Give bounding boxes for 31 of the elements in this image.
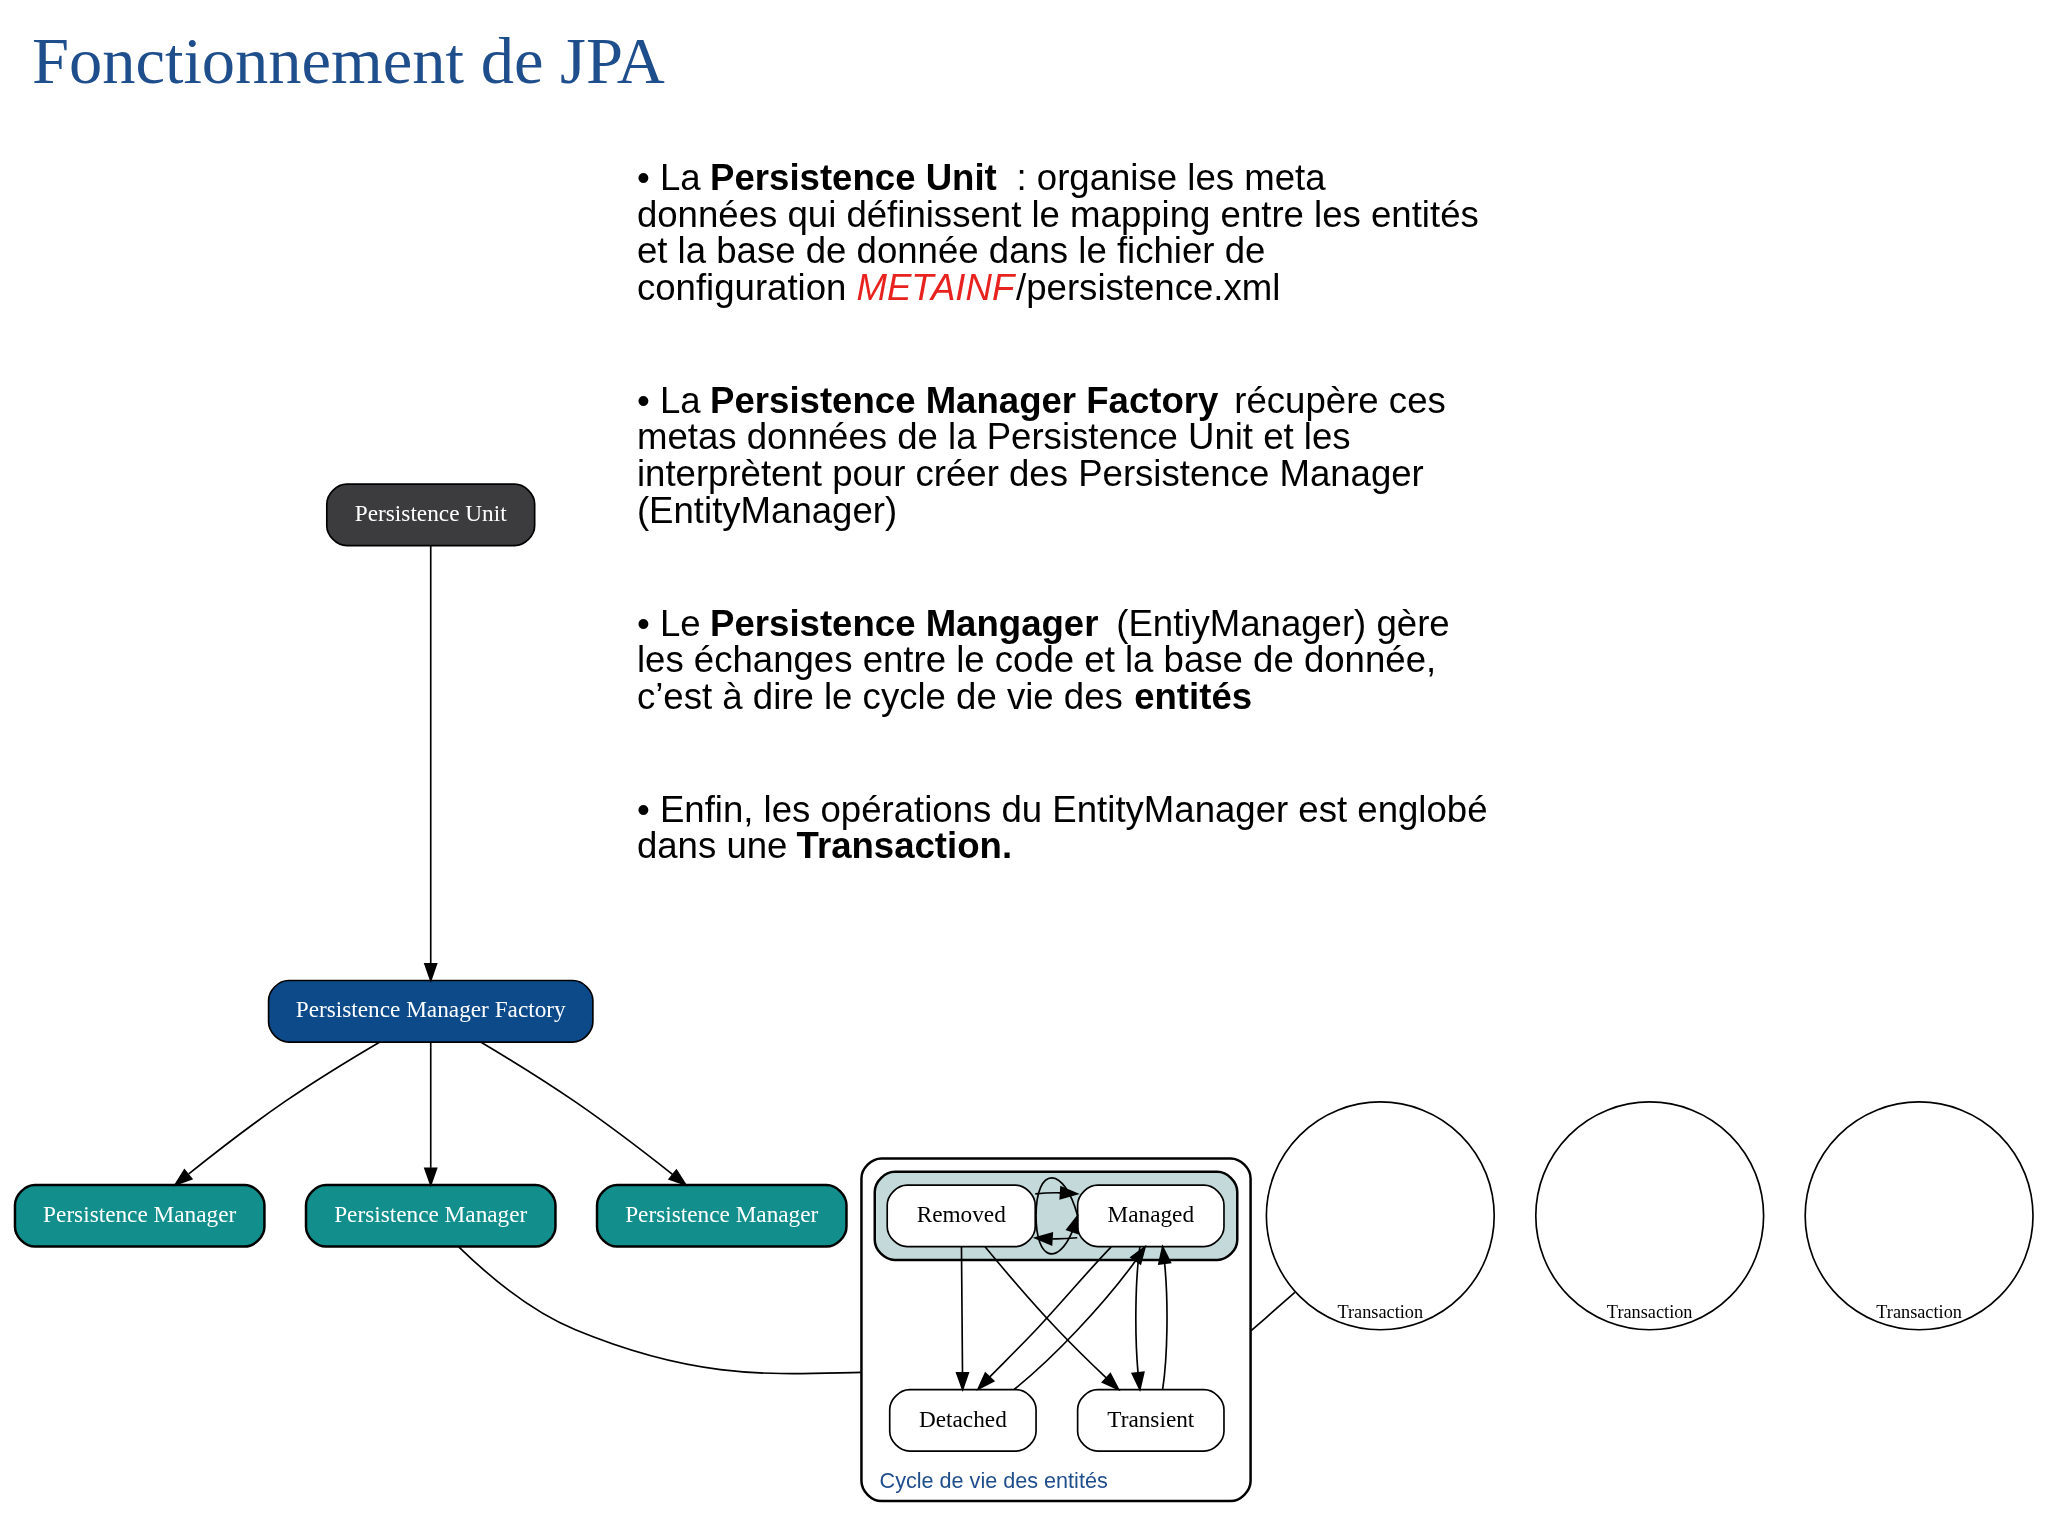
- node-circle: Transaction: [1265, 1100, 1496, 1331]
- arrow: [423, 1040, 438, 1187]
- cluster: [873, 1170, 1239, 1261]
- node-box: Persistence Manager: [595, 1183, 848, 1248]
- arrow: [480, 1040, 688, 1187]
- node-box: Detached: [888, 1388, 1037, 1452]
- connector: [457, 1245, 863, 1374]
- arrow: [1032, 1231, 1079, 1246]
- arrow: [423, 544, 438, 983]
- node-box: Persistence Manager: [13, 1183, 266, 1248]
- label: • La Persistence Manager Factory récupère ces metas données de la Persistence Unit et les interprètent pour créer des Persistence Manager (EntityManager): [636, 379, 1446, 531]
- node-box: Managed: [1076, 1183, 1225, 1247]
- arrow: [1034, 1185, 1080, 1200]
- node-circle: Transaction: [1534, 1100, 1765, 1331]
- node-box: Removed: [886, 1183, 1037, 1247]
- connector: [1249, 1291, 1296, 1332]
- node-circle: Transaction: [1804, 1100, 2034, 1331]
- label: • Le Persistence Mangager (EntiyManager) gère les échanges entre le code et la base de donnée, c’est à dire le cycle de vie des entités: [636, 602, 1450, 717]
- label: • La Persistence Unit : organise les meta données qui définissent le mapping entre les entités et la base de donnée dans le fichier de configuration METAINF/persistence.xml: [636, 156, 1479, 308]
- arrow: [1013, 1244, 1147, 1390]
- node-box: Persistence Manager Factory: [267, 979, 594, 1043]
- arrow: [1130, 1245, 1145, 1392]
- node-box: Persistence Manager: [304, 1183, 557, 1248]
- node-box: Transient: [1076, 1388, 1225, 1452]
- arrow: [173, 1041, 380, 1186]
- arrow: [1157, 1243, 1172, 1390]
- node-box: Persistence Unit: [325, 482, 536, 546]
- arrow: [1035, 1176, 1079, 1255]
- label: • Enfin, les opérations du EntityManager est englobé dans une Transaction.: [636, 788, 1488, 866]
- arrow: [955, 1245, 970, 1392]
- diagram-title: Fonctionnement de JPA: [31, 23, 665, 97]
